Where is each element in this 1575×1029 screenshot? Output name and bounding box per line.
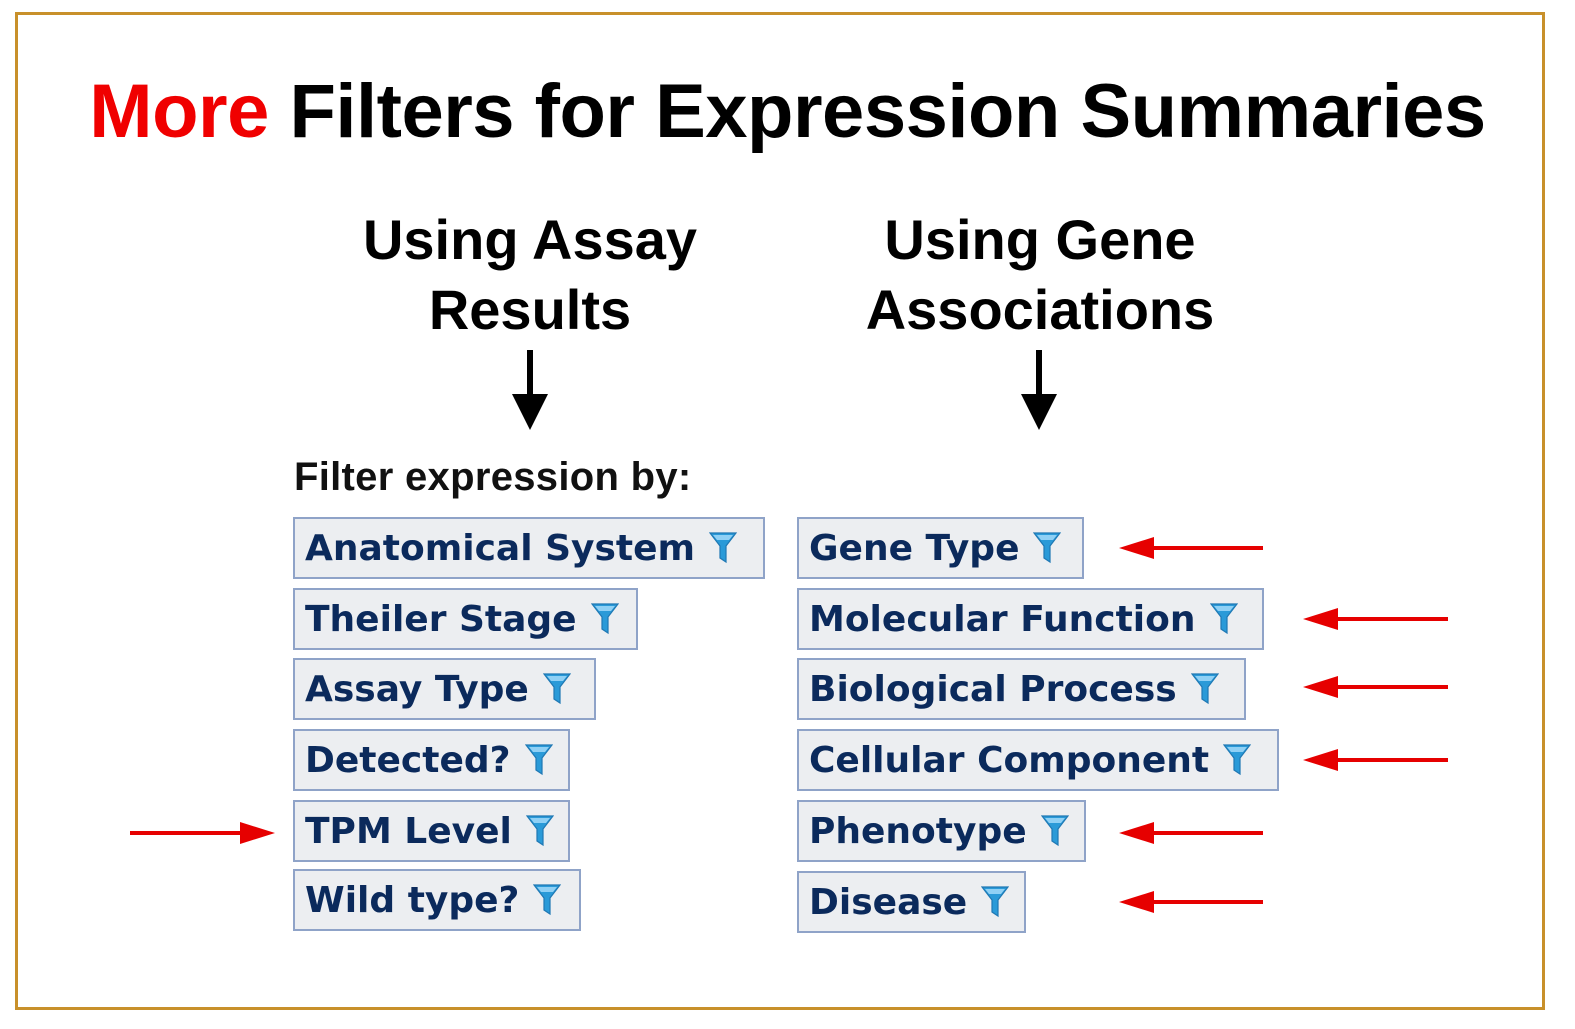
- funnel-icon: [525, 815, 554, 847]
- filter-expression-label: Filter expression by:: [294, 455, 692, 499]
- filter-button-label: Disease: [809, 881, 968, 923]
- filter-button-label: Molecular Function: [809, 598, 1196, 640]
- red-arrow-left-icon: [1303, 749, 1448, 771]
- funnel-icon: [709, 532, 738, 564]
- filter-molecular-function-button[interactable]: Molecular Function: [797, 588, 1264, 650]
- funnel-icon: [524, 744, 553, 776]
- left-column-heading-line2: Results: [428, 278, 632, 341]
- filter-button-label: Wild type?: [305, 879, 520, 921]
- funnel-icon: [1033, 532, 1062, 564]
- filter-disease-button[interactable]: Disease: [797, 871, 1026, 933]
- filter-anatomical-system-button[interactable]: Anatomical System: [293, 517, 765, 579]
- filter-tpm-level-button[interactable]: TPM Level: [293, 800, 570, 862]
- filter-detected-button[interactable]: Detected?: [293, 729, 570, 791]
- funnel-icon: [542, 673, 571, 705]
- filter-button-label: Gene Type: [809, 527, 1020, 569]
- filter-biological-process-button[interactable]: Biological Process: [797, 658, 1246, 720]
- filter-button-label: Theiler Stage: [305, 598, 577, 640]
- funnel-icon: [1223, 744, 1252, 776]
- red-arrow-left-icon: [1119, 891, 1263, 913]
- filter-gene-type-button[interactable]: Gene Type: [797, 517, 1084, 579]
- slide-title: More Filters for Expression Summaries: [0, 68, 1575, 155]
- left-column-heading: Using Assay Results: [330, 205, 730, 345]
- funnel-icon: [590, 603, 619, 635]
- red-arrow-right-icon: [130, 822, 275, 844]
- filter-assay-type-button[interactable]: Assay Type: [293, 658, 596, 720]
- red-arrow-left-icon: [1119, 537, 1263, 559]
- funnel-icon: [1190, 673, 1219, 705]
- filter-button-label: Biological Process: [809, 668, 1177, 710]
- funnel-icon: [981, 886, 1010, 918]
- filter-button-label: Phenotype: [809, 810, 1027, 852]
- title-rest: Filters for Expression Summaries: [289, 69, 1486, 154]
- left-column-heading-line1: Using Assay: [362, 208, 698, 271]
- funnel-icon: [1040, 815, 1069, 847]
- filter-theiler-stage-button[interactable]: Theiler Stage: [293, 588, 638, 650]
- filter-button-label: Detected?: [305, 739, 511, 781]
- right-column-heading-line2: Associations: [865, 278, 1215, 341]
- funnel-icon: [533, 884, 562, 916]
- funnel-icon: [1209, 603, 1238, 635]
- right-column-heading-line1: Using Gene: [884, 208, 1196, 271]
- red-arrow-left-icon: [1303, 608, 1448, 630]
- filter-button-label: Anatomical System: [305, 527, 696, 569]
- filter-phenotype-button[interactable]: Phenotype: [797, 800, 1086, 862]
- down-arrow-icon: [1021, 350, 1057, 430]
- filter-cellular-component-button[interactable]: Cellular Component: [797, 729, 1279, 791]
- red-arrow-left-icon: [1119, 822, 1263, 844]
- down-arrow-icon: [512, 350, 548, 430]
- filter-wild-type-button[interactable]: Wild type?: [293, 869, 581, 931]
- filter-button-label: TPM Level: [305, 810, 512, 852]
- filter-button-label: Cellular Component: [809, 739, 1210, 781]
- title-accent: More: [89, 69, 269, 154]
- slide-frame: [15, 12, 1545, 1010]
- red-arrow-left-icon: [1303, 676, 1448, 698]
- right-column-heading: Using Gene Associations: [820, 205, 1260, 345]
- filter-button-label: Assay Type: [305, 668, 529, 710]
